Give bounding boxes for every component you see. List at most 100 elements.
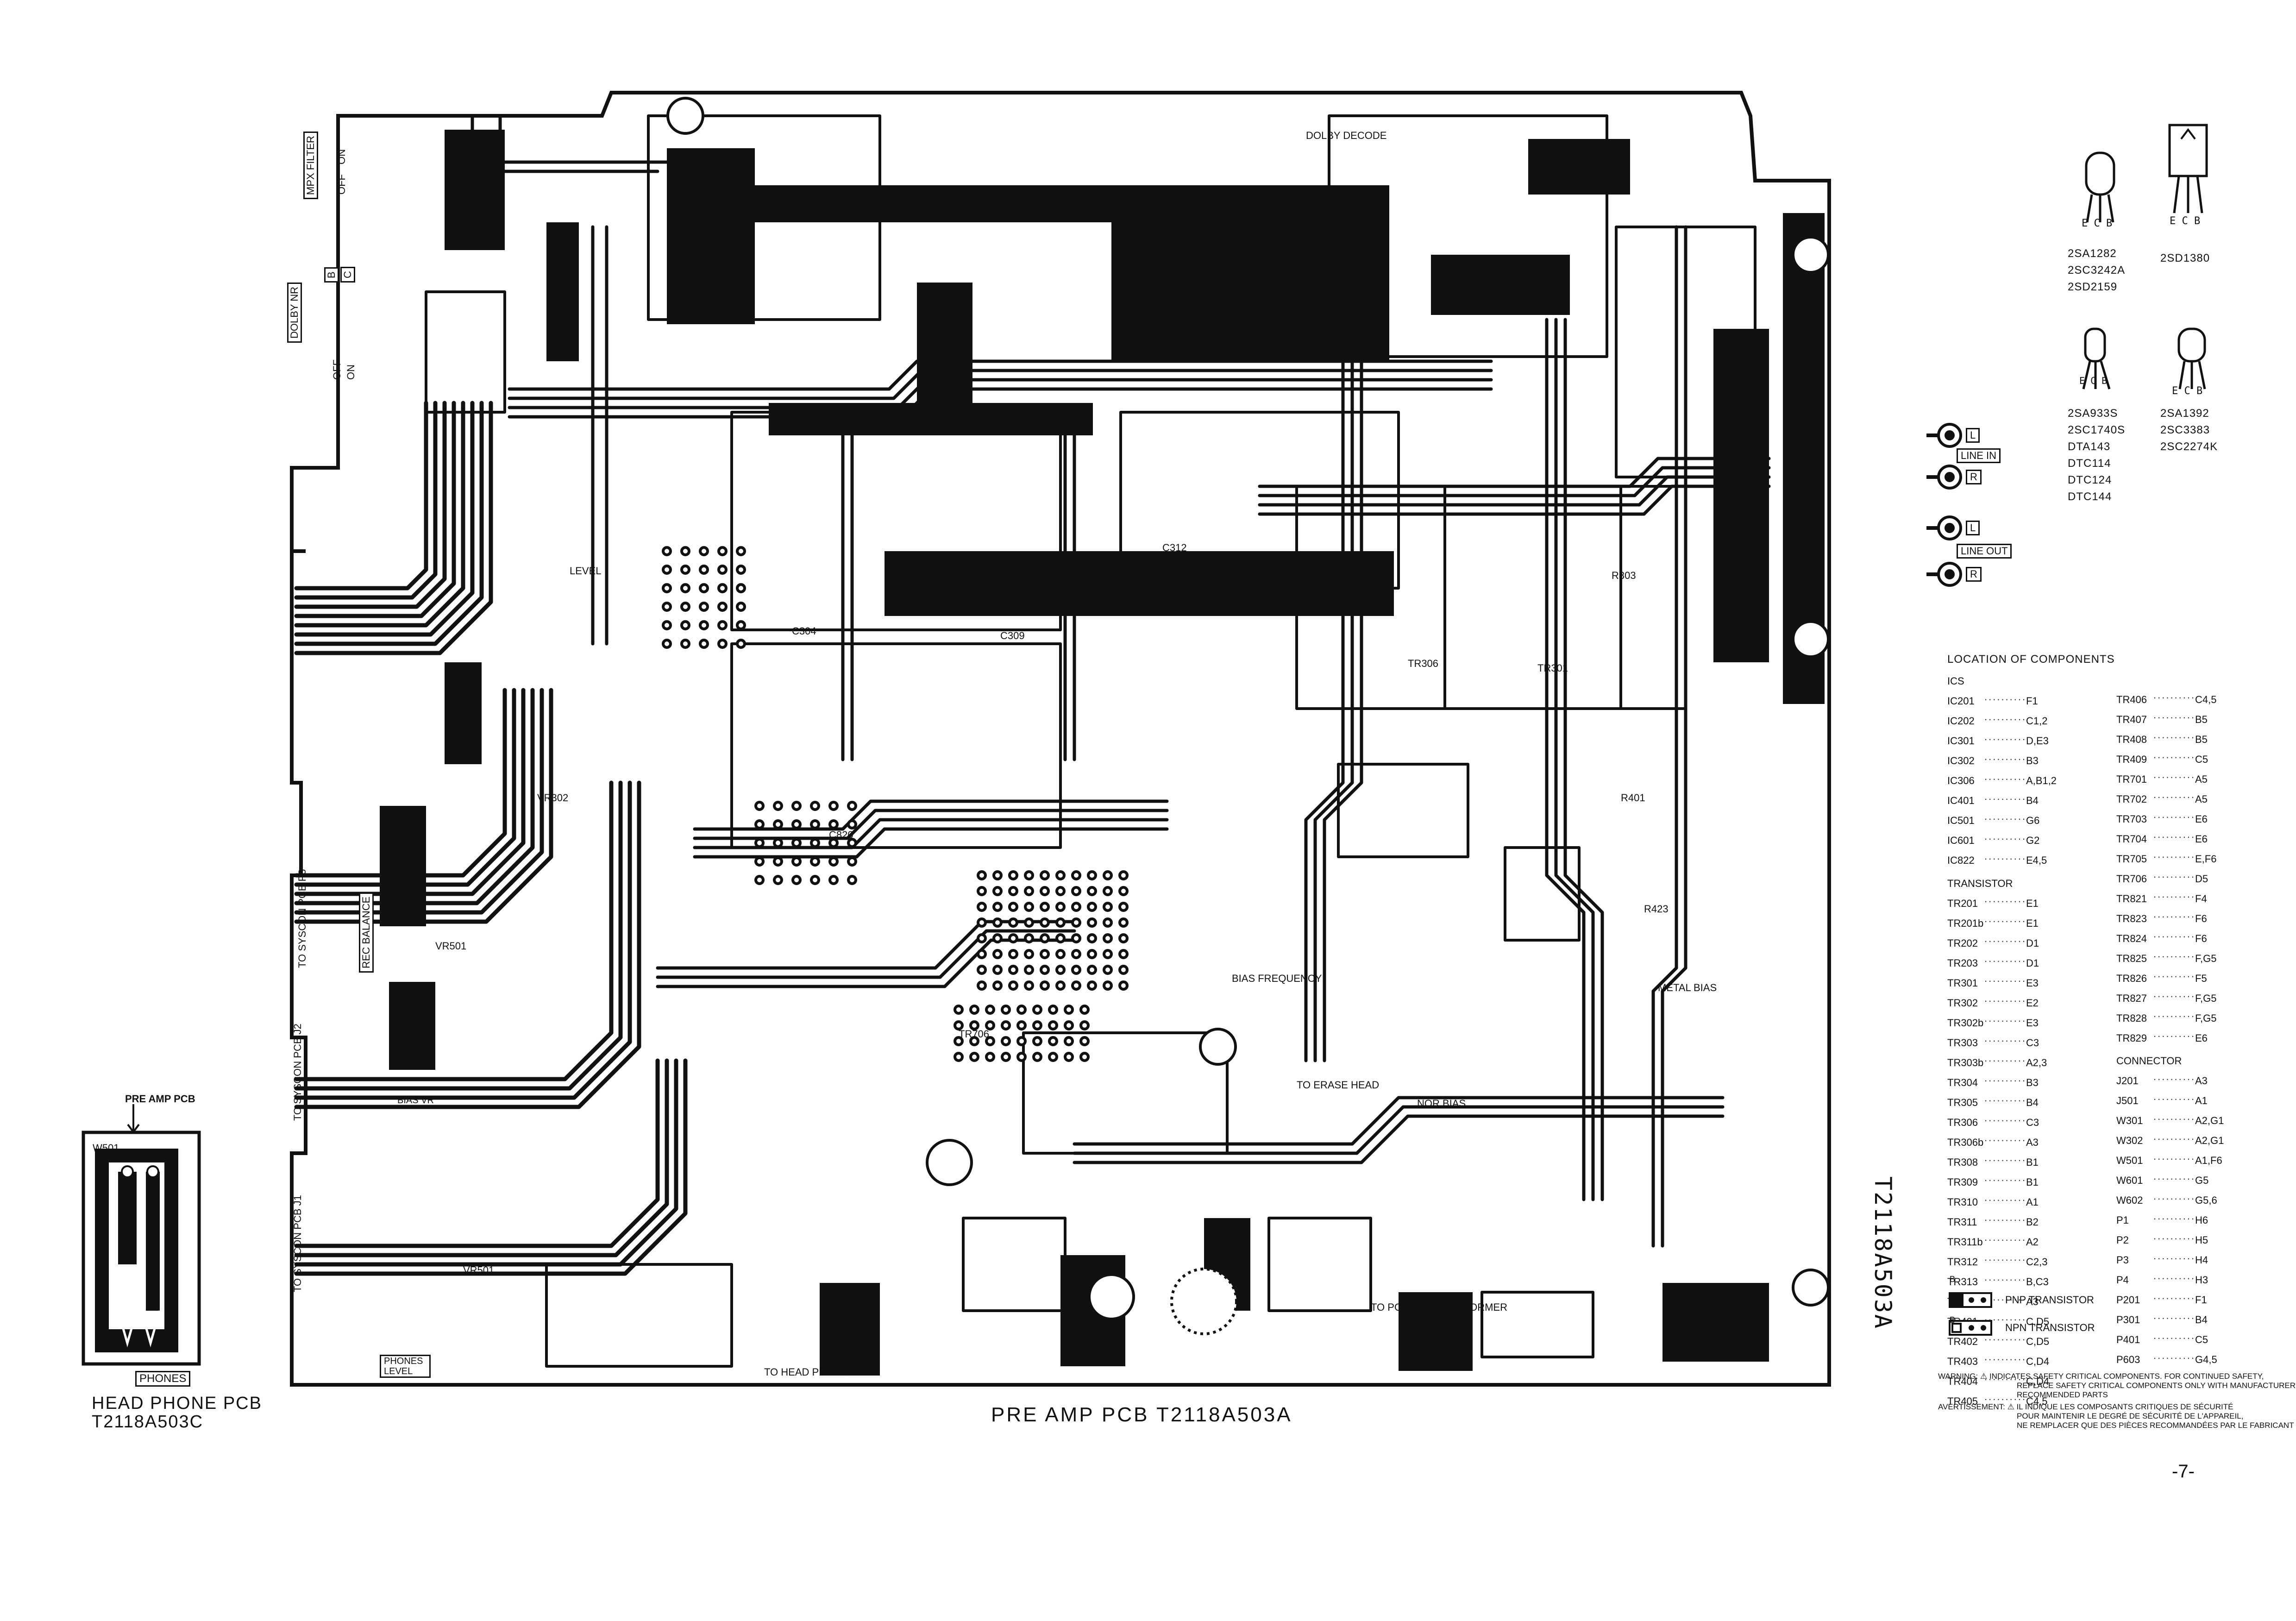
location-row: TR309..........B1 <box>1947 1170 2057 1190</box>
component-ref: TR705 <box>2116 853 2147 865</box>
solder-pad <box>717 546 728 556</box>
solder-pad <box>699 620 709 630</box>
component-location: F6 <box>2195 932 2207 944</box>
transistor-group4: 2SA1392 2SC3383 2SC2274K <box>2160 405 2218 455</box>
location-row: TR304..........B3 <box>1947 1070 2057 1090</box>
leader-dots: .......... <box>1984 770 2026 782</box>
component-ref: P4 <box>2116 1274 2129 1286</box>
location-row: J201..........A3 <box>2116 1069 2224 1089</box>
solder-pad <box>1103 949 1113 959</box>
svg-text:LEVEL: LEVEL <box>570 565 602 577</box>
location-row: W301..........A2,G1 <box>2116 1109 2224 1129</box>
solder-pad <box>1048 1036 1058 1046</box>
component-ref: TR702 <box>2116 793 2147 805</box>
page-number: -7- <box>2172 1461 2195 1482</box>
location-row: P3..........H4 <box>2116 1248 2224 1268</box>
solder-pad <box>985 1005 995 1015</box>
solder-pad <box>1032 1052 1042 1062</box>
solder-pad <box>992 949 1003 959</box>
solder-pad <box>1024 933 1034 943</box>
location-row: TR405..........C4,5 <box>1947 1389 2057 1409</box>
solder-pad <box>1087 886 1097 896</box>
warning-block: WARNING: ⚠ INDICATES SAFETY CRITICAL COM… <box>1938 1372 2296 1430</box>
solder-pad <box>847 875 857 885</box>
location-row: IC501..........G6 <box>1947 809 2057 829</box>
solder-pad <box>1032 1036 1042 1046</box>
solder-pad <box>773 875 783 885</box>
solder-pad <box>1040 886 1050 896</box>
line-in-r-label: R <box>1966 470 1982 484</box>
location-row: TR408..........B5 <box>2116 727 2224 747</box>
solder-pad <box>977 870 987 880</box>
component-location: A5 <box>2195 773 2208 785</box>
leader-dots: .......... <box>2153 1269 2195 1282</box>
component-ref: P603 <box>2116 1354 2140 1365</box>
solder-pad <box>977 949 987 959</box>
solder-pad <box>969 1020 979 1030</box>
hp-phones-label: PHONES <box>135 1371 191 1387</box>
component-ref: IC306 <box>1947 775 1975 786</box>
ics-heading: ICS <box>1947 675 1964 687</box>
component-ref: TR312 <box>1947 1256 1978 1268</box>
solder-pad <box>1071 917 1081 928</box>
component-ref: P201 <box>2116 1294 2140 1306</box>
part: 2SD2159 <box>2068 281 2118 293</box>
solder-pad <box>847 819 857 829</box>
solder-pad <box>1055 886 1066 896</box>
component-location: E3 <box>2026 1017 2039 1029</box>
solder-pad <box>1024 965 1034 975</box>
solder-pad <box>791 819 802 829</box>
component-ref: TR828 <box>2116 1012 2147 1024</box>
solder-pad <box>1024 886 1034 896</box>
solder-pad <box>736 546 746 556</box>
pnp-npn-markers <box>1949 1292 1992 1336</box>
solder-pad <box>1048 1052 1058 1062</box>
board-title: PRE AMP PCB T2118A503A <box>991 1403 1292 1426</box>
leader-dots: .......... <box>2153 1008 2195 1019</box>
solder-pad <box>810 819 820 829</box>
component-location: B,C3 <box>2026 1275 2049 1288</box>
leader-dots: .......... <box>1984 953 2026 964</box>
leader-dots: .......... <box>1984 691 2026 703</box>
part: 2SA1392 <box>2160 407 2209 420</box>
location-row: P301..........B4 <box>2116 1308 2224 1328</box>
component-ref: TR823 <box>2116 912 2147 924</box>
solder-pad <box>680 546 690 556</box>
component-location: E6 <box>2195 1032 2208 1044</box>
solder-pad <box>773 856 783 867</box>
component-ref: TR306b <box>1947 1136 1984 1148</box>
solder-pad <box>992 933 1003 943</box>
leader-dots: .......... <box>2153 1230 2195 1242</box>
location-row: TR827..........F,G5 <box>2116 986 2224 1006</box>
svg-text:TO HEAD PHONE PCB: TO HEAD PHONE PCB <box>764 1366 872 1378</box>
solder-pad <box>969 1052 979 1062</box>
component-ref: TR302b <box>1947 1017 1984 1029</box>
component-ref: P301 <box>2116 1314 2140 1326</box>
solder-pad <box>1040 965 1050 975</box>
warning-line-3: RECOMMENDED PARTS <box>2017 1390 2108 1399</box>
component-ref: IC822 <box>1947 854 1975 866</box>
leader-dots: .......... <box>2153 1028 2195 1039</box>
leader-dots: .......... <box>2153 729 2195 741</box>
component-location: E3 <box>2026 977 2039 989</box>
rec-balance-label: REC BALANCE <box>359 892 374 973</box>
solder-pad <box>736 583 746 593</box>
part: 2SD1380 <box>2160 252 2210 264</box>
component-location: B3 <box>2026 1076 2039 1088</box>
location-row: IC306..........A,B1,2 <box>1947 769 2057 789</box>
solder-pad <box>1087 965 1097 975</box>
svg-text:TO ERASE HEAD: TO ERASE HEAD <box>1297 1079 1379 1091</box>
solder-pad <box>954 1036 964 1046</box>
location-row: IC401..........B4 <box>1947 789 2057 809</box>
solder-pad <box>1024 949 1034 959</box>
location-row: IC301..........D,E3 <box>1947 729 2057 749</box>
component-ref: W601 <box>2116 1175 2143 1186</box>
solder-pad <box>717 602 728 612</box>
part: 2SC3242A <box>2068 264 2126 276</box>
part: DTC114 <box>2068 457 2111 470</box>
component-ref: W602 <box>2116 1194 2143 1206</box>
location-row: W302..........A2,G1 <box>2116 1129 2224 1149</box>
solder-pad <box>985 1036 995 1046</box>
component-location: C,D5 <box>2026 1335 2050 1347</box>
component-location: E6 <box>2195 833 2208 845</box>
